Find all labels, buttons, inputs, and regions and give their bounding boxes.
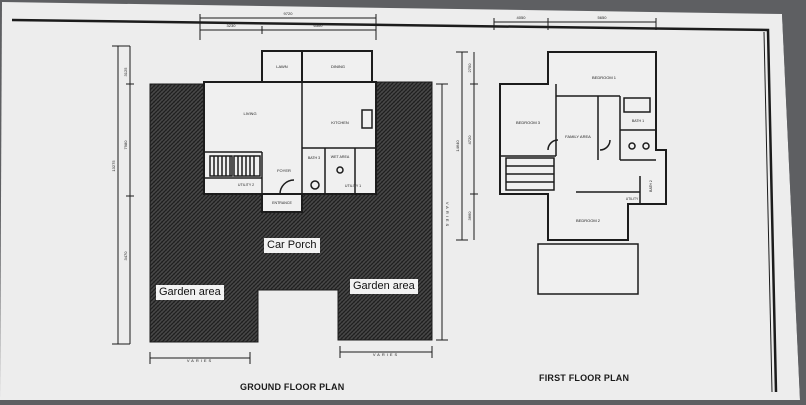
- room-label-bath2: BATH 2: [649, 180, 653, 192]
- room-label-bedroom1: BEDROOM 1: [592, 75, 617, 80]
- room-label-utility: UTILITY: [626, 197, 639, 201]
- ground-floor-dimensions: [112, 14, 448, 364]
- ff-dim-top-left: 4050: [517, 15, 527, 20]
- dim-left-mid: 7980: [123, 140, 128, 150]
- house-main-block: [203, 81, 377, 195]
- ff-dim-left-top: 2750: [467, 63, 472, 73]
- room-label-bath: BATH 3: [308, 156, 320, 160]
- ff-dim-left-mid: 4720: [467, 135, 472, 145]
- ground-floor-walls: [204, 82, 376, 195]
- dim-top-right: 6300: [314, 23, 324, 28]
- title-block-border-inner: [763, 31, 773, 393]
- room-label-bedroom2: BEDROOM 2: [576, 218, 601, 223]
- room-label-bedroom3: BEDROOM 3: [516, 120, 541, 125]
- ff-dim-top-right: 5650: [598, 15, 608, 20]
- room-label-wet-area: WET AREA: [331, 155, 350, 159]
- room-label-foyer: FOYER: [277, 168, 291, 173]
- room-label-entrance: ENTRANCE: [272, 201, 292, 205]
- dining-room: [301, 50, 373, 83]
- dim-bottom-right-varies: VARIES: [373, 352, 399, 357]
- room-label-living: LIVING: [243, 111, 256, 116]
- first-floor-dimensions: [456, 18, 657, 241]
- first-floor-walls: [500, 84, 656, 204]
- ff-dim-left-bottom: 3660: [467, 211, 472, 221]
- garden-area-right-label: Garden area: [350, 279, 418, 294]
- lawn-room: [261, 50, 303, 83]
- dim-right-varies: VARIES: [445, 202, 450, 228]
- first-floor-plan: BEDROOM 1 BEDROOM 3 FAMILY AREA BATH 1 B…: [455, 15, 667, 295]
- room-label-kitchen: KITCHEN: [331, 120, 349, 125]
- dim-top-left: 3230: [227, 23, 237, 28]
- dim-left-total: 13275: [111, 160, 116, 172]
- first-floor-title: FIRST FLOOR PLAN: [539, 373, 630, 383]
- garden-area-left-label: Garden area: [156, 285, 224, 300]
- entrance-block: [261, 193, 303, 213]
- dim-overall-top: 9720: [284, 11, 294, 16]
- room-label-bath1: BATH 1: [632, 119, 644, 123]
- room-label-lawn: LAWN: [276, 64, 288, 69]
- paper-shadow: [782, 14, 806, 400]
- ground-floor-title: GROUND FLOOR PLAN: [240, 382, 345, 392]
- first-floor-porch-below: [537, 243, 639, 295]
- car-porch-label: Car Porch: [264, 238, 320, 253]
- dim-bottom-left-varies: VARIES: [187, 358, 213, 363]
- room-label-utility-right: UTILITY 1: [345, 184, 361, 188]
- room-label-dining: DINING: [331, 64, 345, 69]
- ff-dim-left-total: 14640: [455, 140, 460, 152]
- room-label-family-area: FAMILY AREA: [565, 134, 591, 139]
- dim-left-top: 3125: [123, 67, 128, 77]
- ground-floor-plan: LAWN DINING LIVING KITCHEN FOYER BATH 3 …: [111, 11, 450, 364]
- title-block-border: [11, 18, 778, 393]
- room-label-utility-left: UTILITY 2: [238, 183, 254, 187]
- dim-left-bottom: 3470: [123, 251, 128, 261]
